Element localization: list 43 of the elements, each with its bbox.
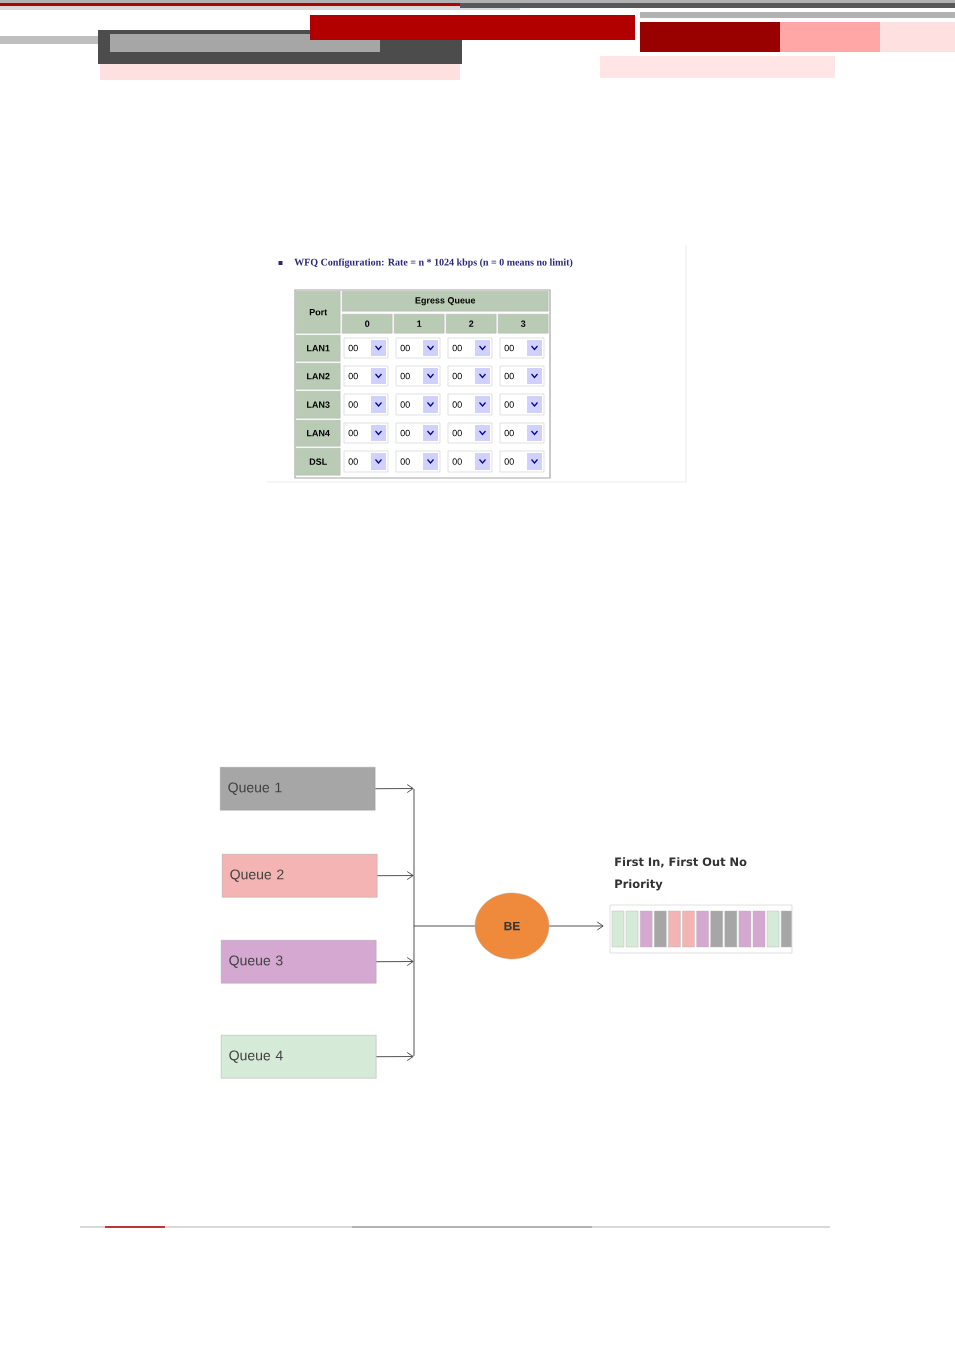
dropdown-field: 00: [447, 422, 493, 444]
row-header-cell: LAN1: [296, 335, 341, 362]
header-cell: 1: [394, 314, 445, 334]
header-cell: 0: [342, 314, 393, 334]
queue-box: Queue 3: [221, 940, 377, 984]
header-cell: Port: [296, 291, 341, 334]
dropdown-field: 00: [447, 450, 493, 473]
row-header-cell: LAN2: [296, 363, 341, 390]
dropdown-field: 00: [447, 365, 493, 387]
queue-box: Queue 2: [222, 854, 378, 898]
dropdown-field: 00: [395, 365, 441, 387]
arrow: [548, 921, 604, 931]
dropdown-field: 00: [447, 393, 493, 416]
header-cell: 2: [446, 314, 497, 334]
fifo-queue-drawing: First In, First Out No Priority: [609, 857, 793, 954]
queue-box: Queue 4: [221, 1035, 377, 1079]
node-label: First In, First Out No Priority: [615, 857, 747, 891]
dropdown-field: 00: [499, 393, 545, 416]
row-header-cell: LAN4: [296, 420, 341, 447]
dropdown-field: 00: [499, 450, 545, 473]
dropdown-field: 00: [395, 422, 441, 444]
arrow: [375, 1052, 414, 1061]
dropdown-field: 00: [343, 365, 389, 387]
queue-box: Queue 1: [220, 767, 376, 811]
dropdown-field: 00: [499, 365, 545, 387]
dropdown-field: 00: [395, 337, 441, 359]
bus-line: [413, 788, 476, 1057]
arrow: [376, 871, 414, 880]
dropdown-field: 00: [395, 393, 441, 416]
row-header-cell: DSL: [296, 448, 341, 476]
dropdown-field: 00: [343, 450, 389, 473]
dropdown-field: 00: [499, 422, 545, 444]
arrow: [374, 784, 414, 793]
dropdown-field: 00: [343, 337, 389, 359]
dropdown-field: 00: [395, 450, 441, 473]
dropdown-field: 00: [499, 337, 545, 359]
arrow: [375, 957, 414, 966]
row-header-cell: LAN3: [296, 391, 341, 419]
dropdown-field: 00: [343, 422, 389, 444]
dropdown-field: 00: [447, 337, 493, 359]
header-cell: 3: [498, 314, 549, 334]
config-title: WFQ Configuration: Rate = n * 1024 kbps (n = 0 means no limit): [294, 258, 573, 268]
dropdown-field: 00: [343, 393, 389, 416]
